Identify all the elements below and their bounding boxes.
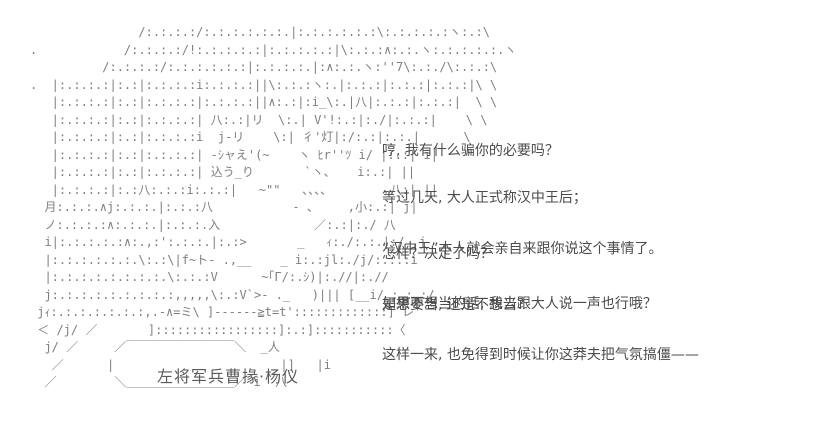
dialogue-line: 如果不想当的话, 我去跟大人说一声也行哦？	[382, 296, 657, 312]
dialogue-line: 哼, 我有什么骗你的必要吗？	[382, 143, 559, 159]
dialogue-group: 怎样？决定了吗？ 是想要当, 还是不想当？	[382, 212, 531, 348]
dialogue-line: 等过几天, 大人正式称汉中王后；	[382, 190, 587, 206]
dialogue-group: 如果不想当的话, 我去跟大人说一声也行哦？ 这样一来, 也免得到时候让你这莽夫把…	[382, 262, 699, 398]
character-nameplate: 左将军兵曹掾·杨仪	[156, 367, 300, 386]
ascii-art-character: /:.:.:.:/:.:.:.:.:.:.|:.:.:.:.:.:\:.:.:.…	[30, 25, 517, 389]
dialogue-line: 这样一来, 也免得到时候让你这莽夫把气氛搞僵——	[382, 347, 699, 363]
dialogue-line: 怎样？决定了吗？	[382, 246, 494, 262]
dialogue-line: 是想要当, 还是不想当？	[382, 297, 531, 313]
dialogue-group: 等过几天, 大人正式称汉中王后； “汉中王”本人就会亲自来跟你说这个事情了。	[382, 156, 663, 292]
dialogue-group: 哼, 我有什么骗你的必要吗？	[382, 109, 559, 194]
dialogue-line: “汉中王”本人就会亲自来跟你说这个事情了。	[382, 241, 663, 257]
